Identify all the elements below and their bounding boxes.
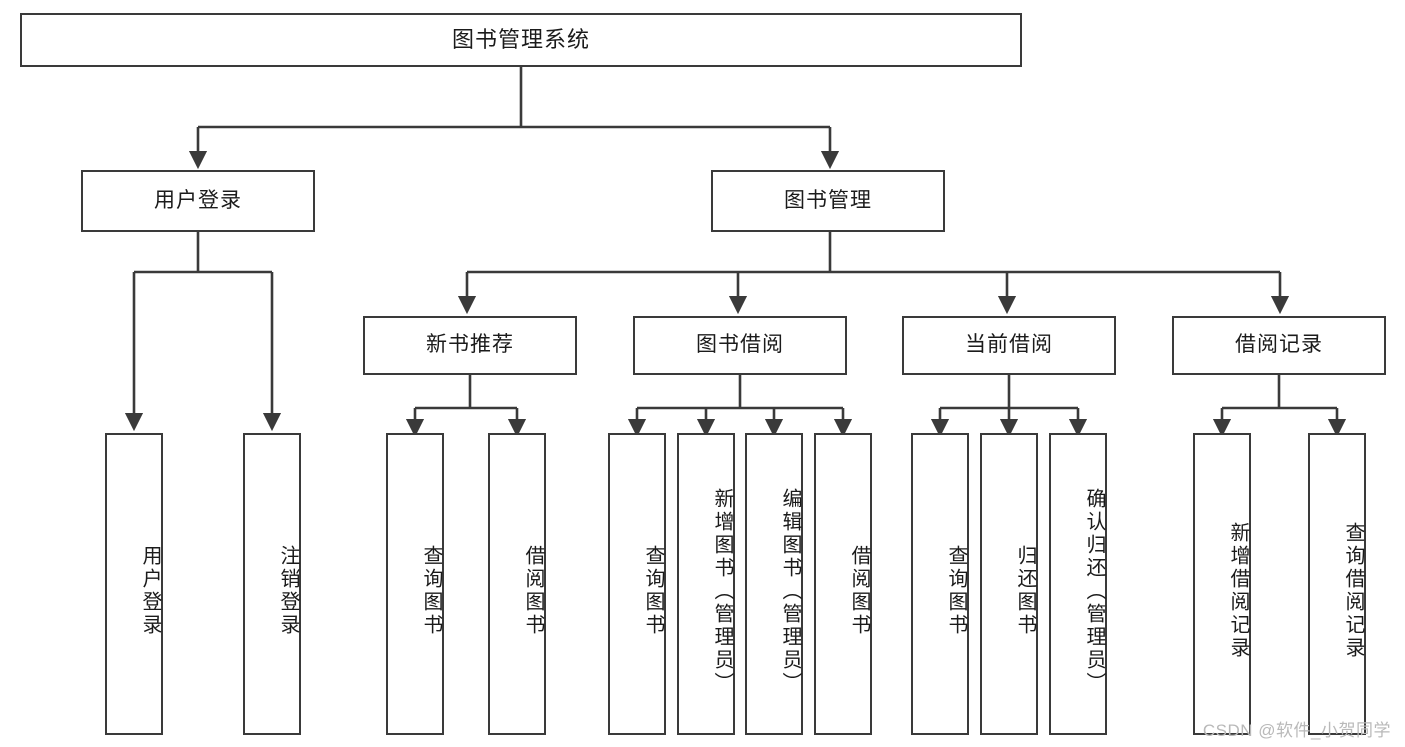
node-book-manage[interactable]: 图书管理 bbox=[711, 170, 945, 232]
leaf-return-book-label: 归还图书 bbox=[1014, 545, 1036, 637]
leaf-query-book-borrow-label: 查询图书 bbox=[642, 545, 664, 637]
leaf-borrow-book-borrow-label: 借阅图书 bbox=[848, 545, 870, 637]
node-book-borrow-label: 图书借阅 bbox=[696, 333, 784, 357]
leaf-borrow-book-borrow[interactable]: 借阅图书 bbox=[814, 433, 872, 735]
leaf-query-book-new-label: 查询图书 bbox=[420, 545, 442, 637]
leaf-logout-login-label: 注销登录 bbox=[277, 545, 299, 637]
node-user-login[interactable]: 用户登录 bbox=[81, 170, 315, 232]
leaf-add-book-admin-label: 新增图书（管理员） bbox=[711, 487, 733, 695]
node-current-borrow[interactable]: 当前借阅 bbox=[902, 316, 1116, 375]
node-new-book-recommend[interactable]: 新书推荐 bbox=[363, 316, 577, 375]
node-root-label: 图书管理系统 bbox=[451, 27, 590, 53]
node-new-book-recommend-label: 新书推荐 bbox=[426, 333, 514, 357]
node-borrow-record[interactable]: 借阅记录 bbox=[1172, 316, 1386, 375]
leaf-query-borrow-record[interactable]: 查询借阅记录 bbox=[1308, 433, 1366, 735]
node-book-borrow[interactable]: 图书借阅 bbox=[633, 316, 847, 375]
leaf-user-login[interactable]: 用户登录 bbox=[105, 433, 163, 735]
leaf-edit-book-admin-label: 编辑图书（管理员） bbox=[779, 487, 801, 695]
leaf-edit-book-admin[interactable]: 编辑图书（管理员） bbox=[745, 433, 803, 735]
leaf-return-book[interactable]: 归还图书 bbox=[980, 433, 1038, 735]
leaf-logout-login[interactable]: 注销登录 bbox=[243, 433, 301, 735]
leaf-add-book-admin[interactable]: 新增图书（管理员） bbox=[677, 433, 735, 735]
leaf-add-borrow-record[interactable]: 新增借阅记录 bbox=[1193, 433, 1251, 735]
leaf-add-borrow-record-label: 新增借阅记录 bbox=[1227, 522, 1249, 660]
leaf-query-book-new[interactable]: 查询图书 bbox=[386, 433, 444, 735]
node-root[interactable]: 图书管理系统 bbox=[20, 13, 1022, 67]
node-book-manage-label: 图书管理 bbox=[784, 188, 872, 212]
node-user-login-label: 用户登录 bbox=[154, 188, 242, 212]
leaf-user-login-label: 用户登录 bbox=[139, 545, 161, 637]
leaf-borrow-book-new-label: 借阅图书 bbox=[522, 545, 544, 637]
leaf-query-book-current-label: 查询图书 bbox=[945, 545, 967, 637]
leaf-borrow-book-new[interactable]: 借阅图书 bbox=[488, 433, 546, 735]
node-current-borrow-label: 当前借阅 bbox=[965, 333, 1053, 357]
leaf-query-book-current[interactable]: 查询图书 bbox=[911, 433, 969, 735]
node-borrow-record-label: 借阅记录 bbox=[1235, 333, 1323, 357]
leaf-confirm-return-admin-label: 确认归还（管理员） bbox=[1083, 487, 1105, 695]
leaf-query-borrow-record-label: 查询借阅记录 bbox=[1342, 522, 1364, 660]
leaf-confirm-return-admin[interactable]: 确认归还（管理员） bbox=[1049, 433, 1107, 735]
leaf-query-book-borrow[interactable]: 查询图书 bbox=[608, 433, 666, 735]
